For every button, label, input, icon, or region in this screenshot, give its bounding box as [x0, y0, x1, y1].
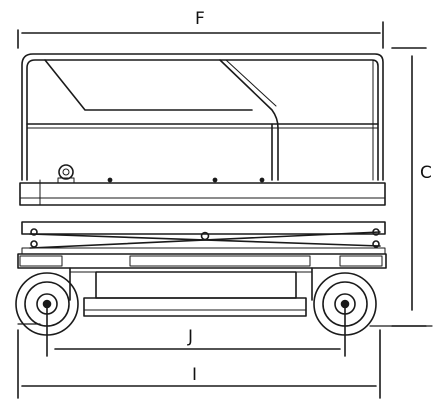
gate-curve-right-inner [225, 59, 277, 107]
scissor-lower-bar [21, 247, 386, 255]
scissor-pivot-left [30, 228, 38, 236]
pothole-guard [83, 297, 307, 317]
guard-rail-inner [26, 59, 379, 181]
chassis-right-block [339, 255, 383, 267]
dimension-f-label: F [195, 9, 205, 29]
right-wheel-axle [340, 299, 350, 309]
guard-rail-outer [21, 53, 384, 181]
chassis [17, 253, 433, 327]
scissor-arms [21, 221, 386, 255]
gate-curve-right [219, 59, 279, 181]
dimension-c [391, 47, 427, 327]
chassis-left-block [19, 255, 63, 267]
chassis-center-block [129, 255, 311, 267]
scissor-pivot-left-lower [30, 240, 38, 248]
dimension-i [17, 329, 381, 399]
scissor-pivot-right-lower [372, 240, 380, 248]
left-wheel-axle [42, 299, 52, 309]
battery-tray [95, 271, 297, 299]
dimension-i-label: I [192, 365, 197, 385]
platform-deck-body [19, 182, 386, 206]
scissor-pivot [200, 231, 210, 241]
chassis-top [17, 253, 387, 269]
gate-curve-left [44, 59, 253, 111]
dimension-c-label: C [420, 163, 432, 183]
dimension-f [17, 21, 384, 49]
control-box-base [57, 177, 75, 184]
dimension-j [46, 307, 346, 357]
platform-deck [19, 164, 386, 206]
deck-stud [259, 177, 265, 183]
dimension-j-label: J [187, 327, 193, 347]
scissor-upper-bar [21, 221, 386, 235]
control-box-knob [58, 164, 74, 180]
guard-rail [21, 53, 384, 181]
scissor-pivot-right [372, 228, 380, 236]
control-box-knob-center [62, 168, 70, 176]
deck-stud [212, 177, 218, 183]
deck-stud [107, 177, 113, 183]
